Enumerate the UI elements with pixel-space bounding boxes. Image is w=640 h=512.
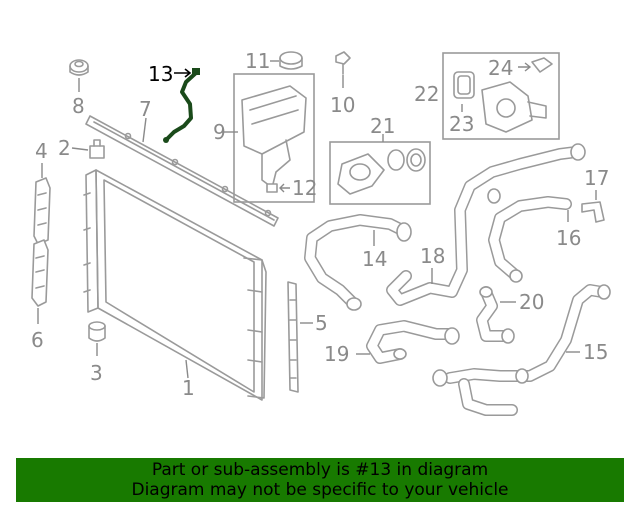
callout-19: 19 — [324, 342, 349, 366]
callout-24: 24 — [488, 56, 513, 80]
callout-16: 16 — [556, 226, 581, 250]
part-4-bracket — [33, 177, 51, 245]
callout-21: 21 — [370, 114, 395, 138]
part-16-hose — [488, 196, 572, 283]
part-22-gasket — [453, 71, 475, 99]
callout-18: 18 — [420, 244, 445, 268]
callout-1: 1 — [182, 376, 195, 400]
part-21-box — [329, 141, 431, 205]
callout-3: 3 — [90, 361, 103, 385]
part-8-grommet — [69, 59, 89, 76]
callout-9: 9 — [213, 120, 226, 144]
part-15-hose — [432, 284, 611, 416]
callout-6: 6 — [31, 328, 44, 352]
part-23-housing — [481, 81, 547, 133]
leader-13 — [174, 68, 192, 78]
leader-1 — [185, 359, 189, 379]
part-3-mount — [88, 321, 106, 342]
parts-diagram: 13 8 7 2 4 6 — [31, 49, 611, 416]
part-9-box — [233, 73, 315, 203]
part-22-box — [442, 52, 560, 140]
part-20-hose — [476, 286, 515, 344]
callout-13: 13 — [148, 62, 173, 86]
callout-11: 11 — [245, 49, 270, 73]
part-5-side-seal — [287, 281, 299, 393]
info-banner: Part or sub-assembly is #13 in diagram D… — [16, 458, 624, 502]
callout-15: 15 — [583, 340, 608, 364]
banner-line-1: Part or sub-assembly is #13 in diagram — [151, 460, 489, 480]
leader-24 — [518, 62, 532, 72]
callout-2: 2 — [58, 136, 71, 160]
callout-7: 7 — [139, 97, 152, 121]
part-12-hose — [266, 139, 291, 193]
part-6-bracket — [31, 239, 49, 307]
callout-14: 14 — [362, 247, 387, 271]
part-13-hose[interactable] — [163, 68, 200, 143]
part-14-hose — [304, 214, 412, 311]
leader-7 — [142, 117, 147, 143]
part-24-sensor — [531, 57, 553, 73]
part-10-bolt — [335, 51, 351, 75]
leader-12 — [279, 183, 290, 193]
part-18-hose — [386, 143, 586, 306]
part-19-hose — [366, 320, 460, 364]
banner-line-2: Diagram may not be specific to your vehi… — [131, 480, 509, 500]
part-21-thermostat — [337, 148, 426, 195]
part-11-cap — [279, 51, 303, 70]
callout-17: 17 — [584, 166, 609, 190]
part-7-seal-strip — [85, 115, 279, 227]
callout-22: 22 — [414, 82, 439, 106]
callout-20: 20 — [519, 290, 544, 314]
callout-4: 4 — [35, 139, 48, 163]
part-1-radiator — [83, 169, 267, 401]
part-2-clip — [89, 139, 105, 159]
part-17-hose — [581, 201, 605, 223]
callout-5: 5 — [315, 311, 328, 335]
callout-8: 8 — [72, 94, 85, 118]
callout-23: 23 — [449, 112, 474, 136]
part-9-expansion-tank — [241, 85, 307, 187]
callout-12: 12 — [292, 176, 317, 200]
leader-2 — [71, 147, 89, 151]
callout-10: 10 — [330, 93, 355, 117]
